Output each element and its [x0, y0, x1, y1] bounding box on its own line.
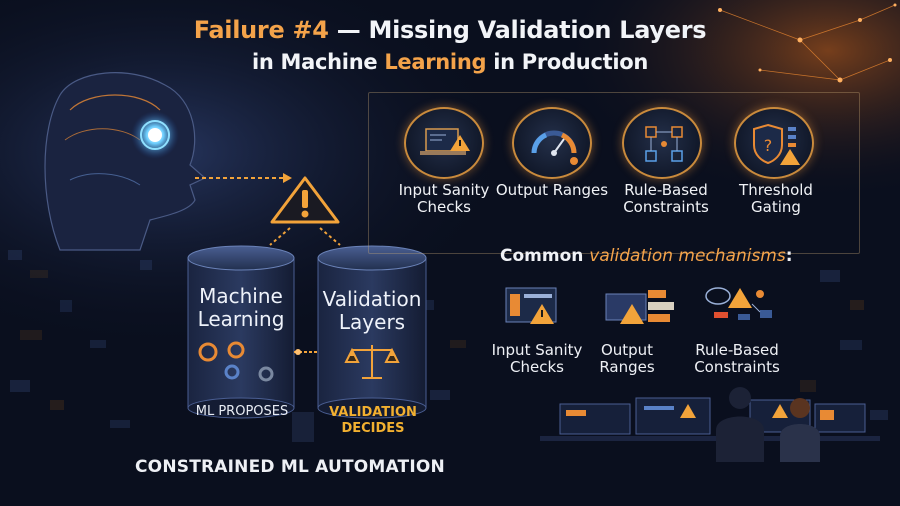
subtitle-part3: in Production: [486, 50, 649, 74]
shield-warning-icon: ?: [734, 107, 814, 179]
top-mechanism-label: Threshold Gating: [739, 181, 813, 216]
cloud-nodes-icon: [705, 287, 772, 320]
bottom-mechanism-label: Output Ranges: [599, 341, 655, 376]
gauge-icon: [512, 107, 592, 179]
title-main: Missing Validation Layers: [368, 16, 707, 44]
ml-label: Machine Learning: [197, 284, 285, 331]
subtitle-part1: in Machine: [251, 50, 385, 74]
screens-warning-icon: [605, 290, 674, 324]
title-dash: —: [328, 16, 369, 44]
validation-label: Validation Layers: [322, 287, 422, 334]
top-mechanism-label: Rule-Based Constraints: [623, 181, 709, 216]
svg-text:?: ?: [764, 136, 773, 155]
ml-cylinder: [187, 245, 295, 419]
flowchart-icon: [622, 107, 702, 179]
warning-triangle-icon: [270, 176, 340, 224]
bottom-mechanism-label: Input Sanity Checks: [491, 341, 583, 376]
subtitle-highlight: Learning: [384, 50, 487, 74]
bottom-mechanism-label: Rule-Based Constraints: [694, 341, 780, 376]
page-subtitle: in Machine Learning in Production: [0, 50, 900, 74]
monitor-warning-icon: [505, 287, 557, 324]
mechanisms-panel: [368, 92, 860, 254]
validation-cylinder: [317, 245, 427, 419]
ai-head-illustration: [44, 72, 207, 251]
subheading-part1: Common: [500, 246, 590, 266]
ml-caption: ML PROPOSES: [195, 404, 289, 419]
validation-caption: VALIDATION DECIDES: [329, 405, 417, 436]
page-title: Failure #4 — Missing Validation Layers: [0, 16, 900, 44]
top-mechanism-label: Input Sanity Checks: [398, 181, 490, 216]
subheading-colon: :: [785, 246, 793, 266]
title-failure: Failure #4: [193, 16, 329, 44]
laptop-warning-icon: [404, 107, 484, 179]
bottom-title: CONSTRAINED ML AUTOMATION: [135, 457, 445, 477]
subheading-highlight: validation mechanisms: [589, 246, 786, 266]
top-mechanism-label: Output Ranges: [495, 181, 609, 199]
gears-icon: [198, 341, 274, 382]
validation-subheading: Common validation mechanisms:: [500, 246, 793, 266]
people-illustration: [716, 387, 820, 462]
